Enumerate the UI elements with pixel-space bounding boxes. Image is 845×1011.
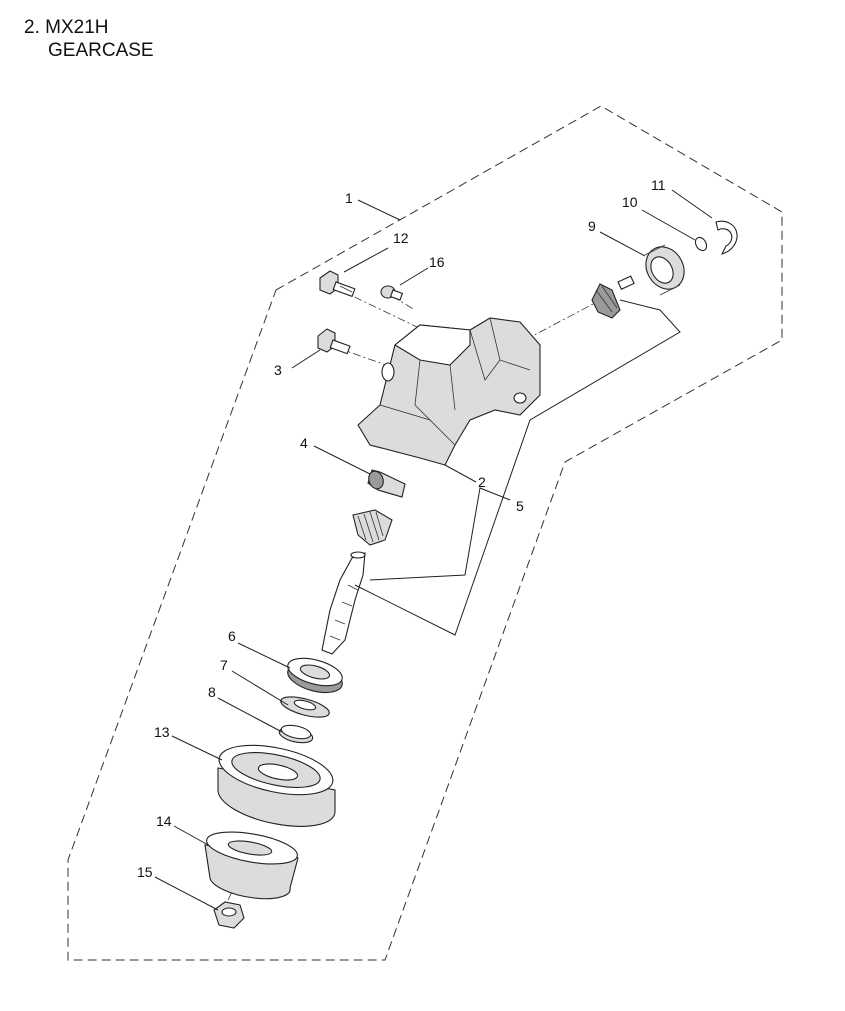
drive-shaft bbox=[321, 551, 366, 655]
bolt-3 bbox=[317, 328, 351, 355]
callout-11: 11 bbox=[651, 177, 666, 193]
washer-7 bbox=[280, 696, 330, 718]
screw-16 bbox=[380, 285, 404, 301]
bolt-12 bbox=[319, 270, 356, 298]
bevel-gear bbox=[352, 509, 393, 546]
leader-lines bbox=[154, 189, 713, 911]
assembly-boundary bbox=[67, 105, 783, 961]
callout-5: 5 bbox=[516, 498, 524, 514]
diagram-title: 2. MX21H GEARCASE bbox=[24, 16, 154, 62]
ring-10 bbox=[694, 236, 708, 252]
callout-2: 2 bbox=[478, 474, 486, 490]
callout-12: 12 bbox=[393, 230, 409, 246]
gearcase-housing bbox=[357, 317, 541, 466]
circlip-11 bbox=[715, 220, 738, 255]
callout-1: 1 bbox=[345, 190, 353, 206]
bearing-6 bbox=[287, 657, 343, 694]
callout-15: 15 bbox=[137, 864, 153, 880]
bearing-4 bbox=[367, 469, 406, 498]
callout-14: 14 bbox=[156, 813, 172, 829]
callout-9: 9 bbox=[588, 218, 596, 234]
spacer-8 bbox=[278, 724, 314, 744]
callout-7: 7 bbox=[220, 657, 228, 673]
callout-16: 16 bbox=[429, 254, 445, 270]
model-label: 2. MX21H bbox=[24, 17, 109, 38]
pinion-gear bbox=[591, 275, 635, 319]
callout-13: 13 bbox=[154, 724, 170, 740]
nut-15 bbox=[213, 901, 245, 929]
section-label: GEARCASE bbox=[48, 40, 154, 61]
callout-10: 10 bbox=[622, 194, 638, 210]
callout-4: 4 bbox=[300, 435, 308, 451]
holder-13 bbox=[217, 744, 336, 827]
bearing-9 bbox=[644, 244, 685, 296]
callout-6: 6 bbox=[228, 628, 236, 644]
callout-labels: 1 2 3 4 5 6 7 8 9 10 11 12 13 14 15 16 bbox=[137, 177, 666, 880]
callout-8: 8 bbox=[208, 684, 216, 700]
cup-14 bbox=[204, 831, 299, 900]
callout-3: 3 bbox=[274, 362, 282, 378]
